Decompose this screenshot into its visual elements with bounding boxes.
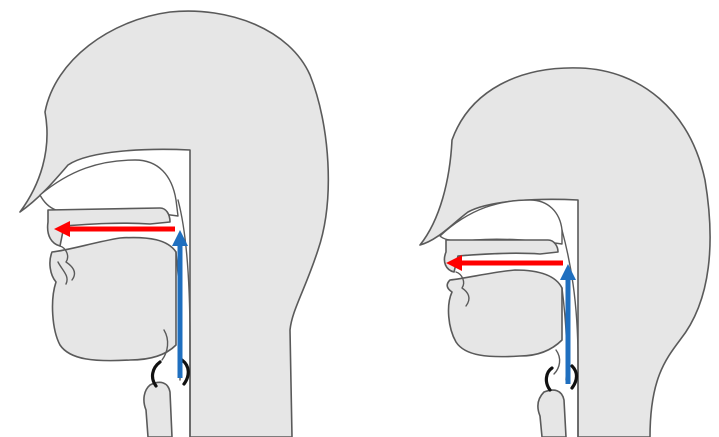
left-jaw xyxy=(50,238,176,361)
right-jaw xyxy=(447,270,562,357)
right-head xyxy=(420,68,710,437)
right-vocal-folds xyxy=(546,366,576,390)
left-head xyxy=(20,11,328,437)
right-larynx xyxy=(538,390,566,437)
right-palate xyxy=(444,240,558,272)
right-epiglottis xyxy=(554,350,560,374)
left-larynx xyxy=(144,382,172,437)
